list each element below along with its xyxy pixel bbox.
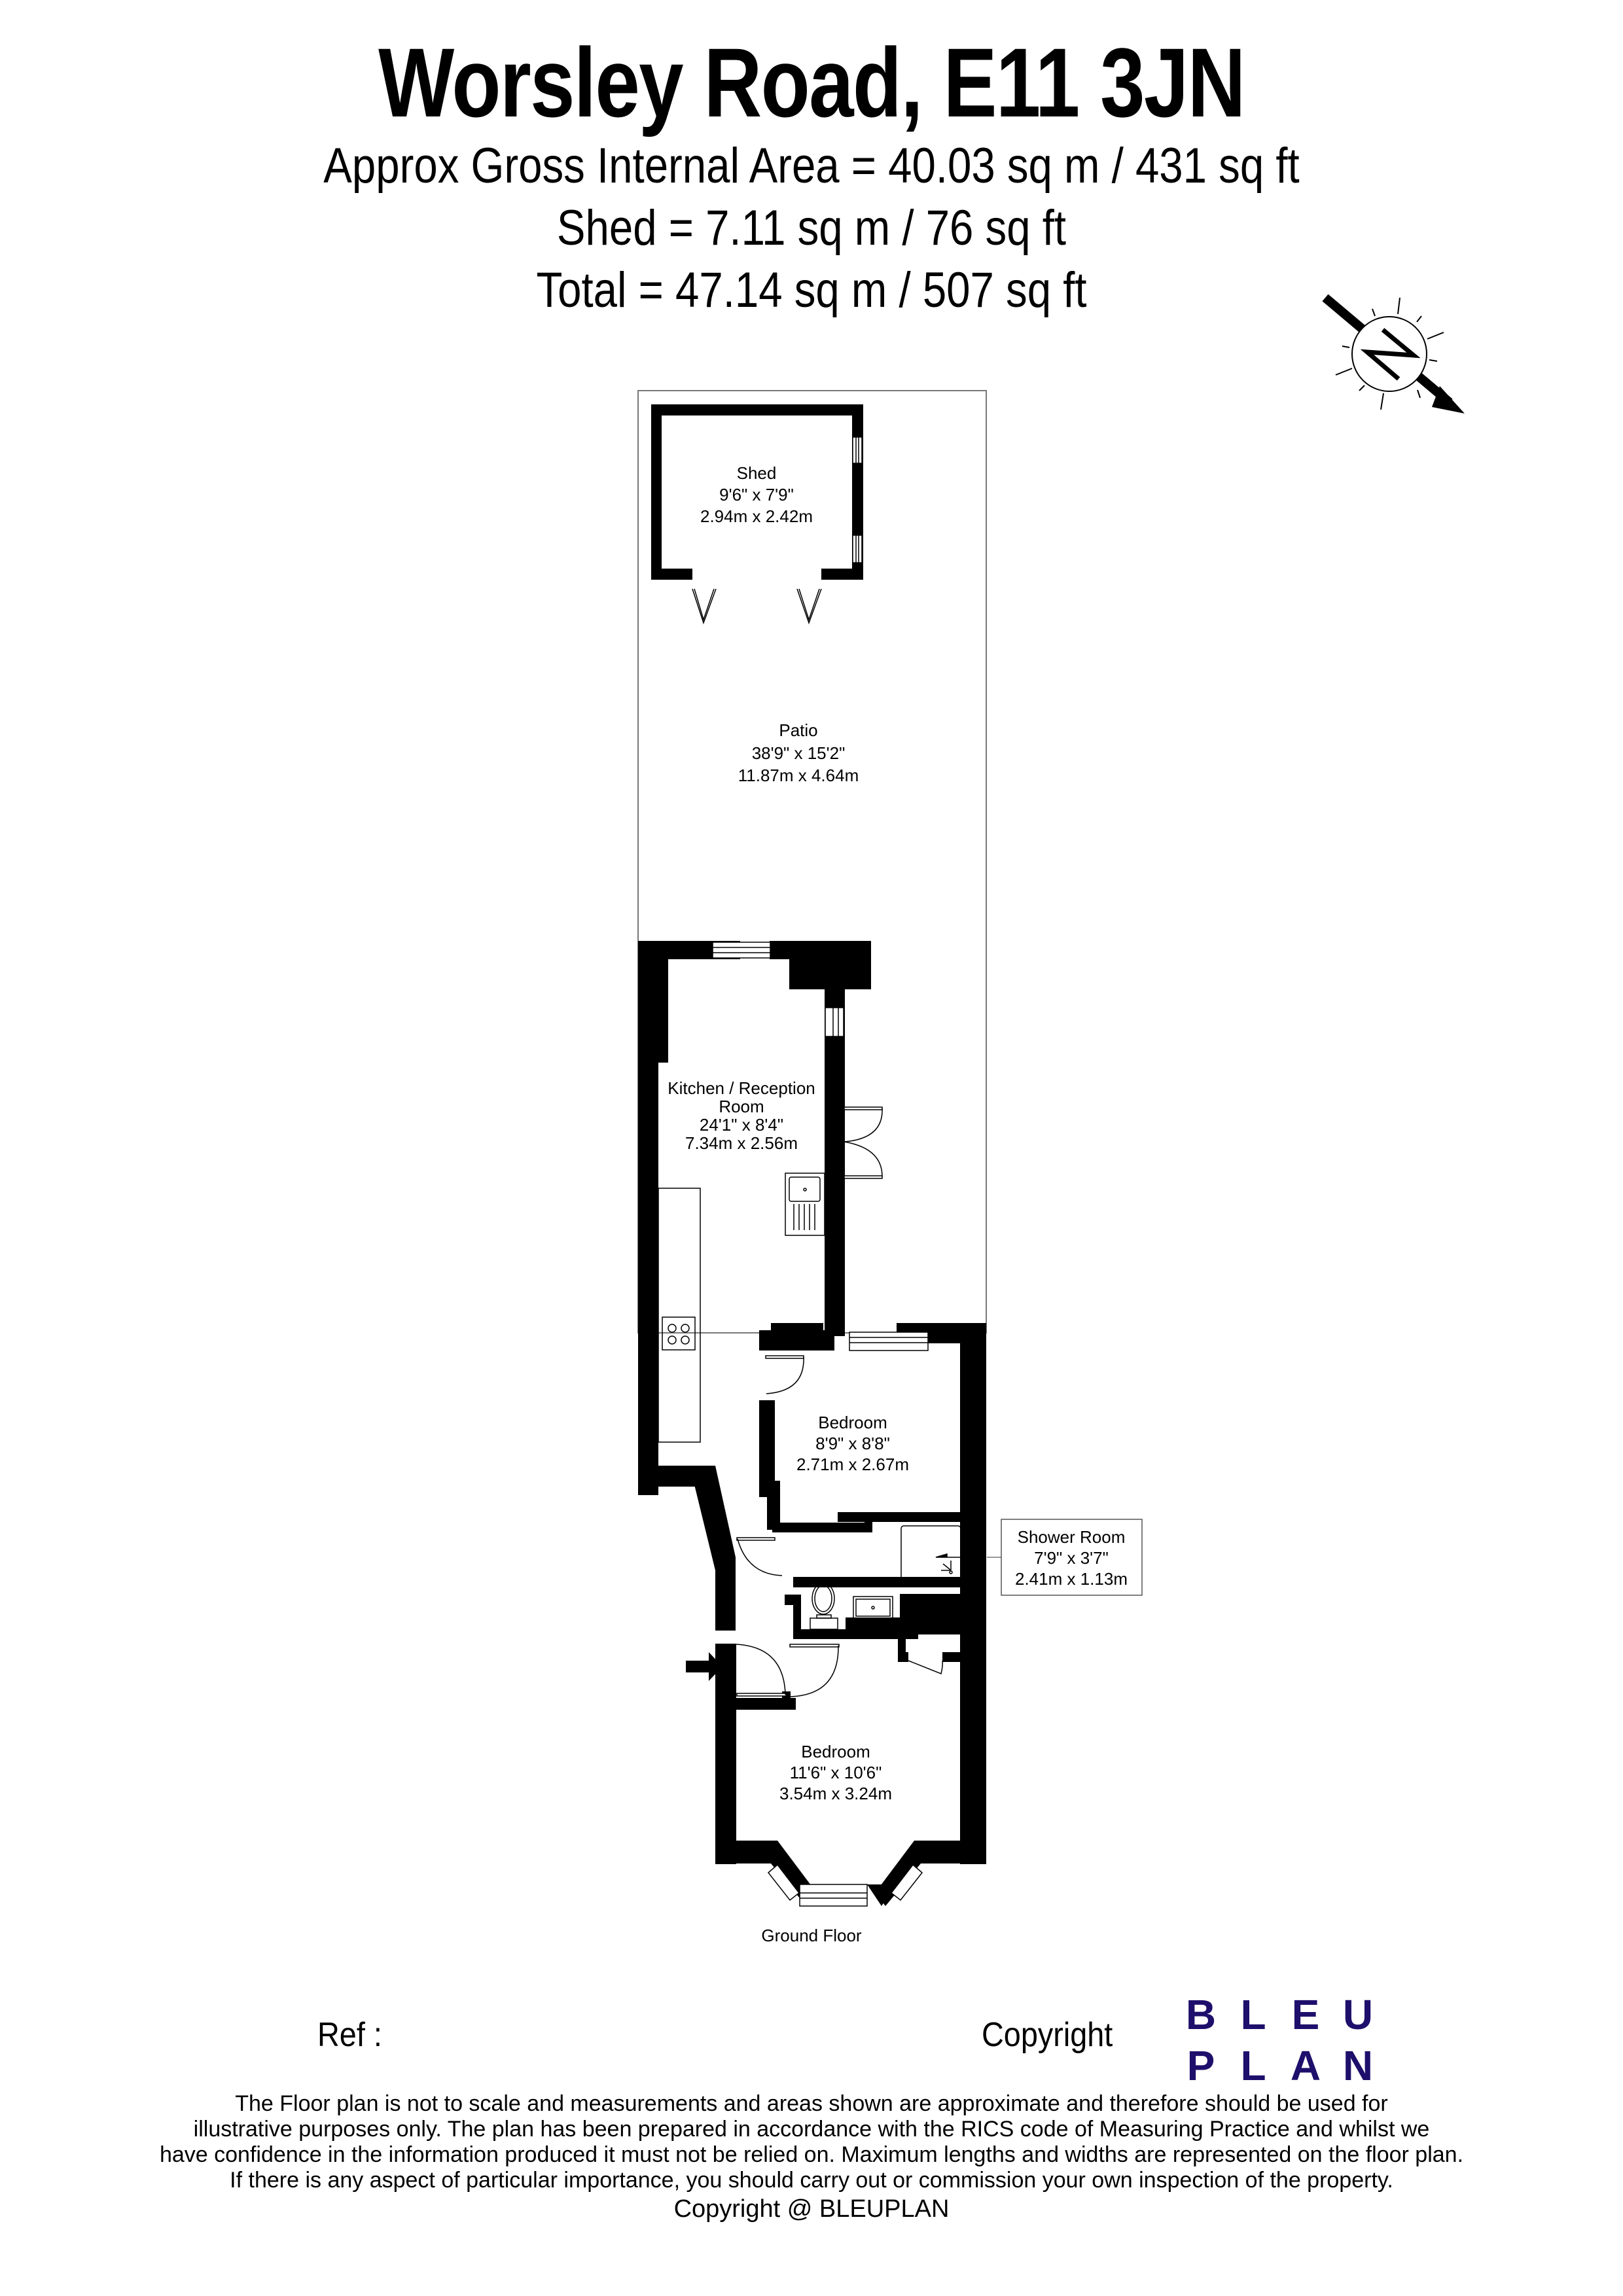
- svg-text:7'9" x 3'7": 7'9" x 3'7": [1034, 1548, 1109, 1568]
- shed-area: Shed = 7.11 sq m / 76 sq ft: [556, 200, 1067, 256]
- floor-label: Ground Floor: [761, 1926, 862, 1945]
- svg-text:2.94m x 2.42m: 2.94m x 2.42m: [700, 506, 813, 526]
- svg-text:2.41m x 1.13m: 2.41m x 1.13m: [1015, 1569, 1128, 1589]
- svg-text:11'6" x 10'6": 11'6" x 10'6": [790, 1763, 882, 1782]
- hob-icon: [662, 1316, 696, 1351]
- room-label-bedroom-2: Bedroom 11'6" x 10'6" 3.54m x 3.24m: [779, 1742, 892, 1803]
- svg-text:Shed: Shed: [737, 463, 777, 483]
- disclaimer-line: If there is any aspect of particular imp…: [230, 2168, 1393, 2193]
- kitchen-counter: [658, 1188, 701, 1443]
- entrance-arrow-icon: [686, 1652, 722, 1681]
- copyright-line: Copyright @ BLEUPLAN: [673, 2195, 950, 2223]
- svg-text:Bedroom: Bedroom: [801, 1742, 870, 1761]
- svg-text:Room: Room: [719, 1097, 764, 1116]
- disclaimer-line: illustrative purposes only. The plan has…: [193, 2117, 1430, 2142]
- kitchen-fixtures: [658, 1173, 825, 1443]
- logo-letter: L: [1240, 2042, 1266, 2089]
- bleuplan-logo: B L E U P L A N: [1175, 1989, 1384, 2091]
- svg-text:Kitchen / Reception: Kitchen / Reception: [668, 1078, 815, 1098]
- room-label-shower-room: Shower Room 7'9" x 3'7" 2.41m x 1.13m: [1015, 1527, 1128, 1589]
- svg-text:Shower Room: Shower Room: [1018, 1527, 1126, 1547]
- doors: [736, 1106, 943, 1697]
- svg-text:2.71m x 2.67m: 2.71m x 2.67m: [796, 1455, 909, 1474]
- svg-text:Bedroom: Bedroom: [818, 1413, 887, 1432]
- north-arrow-icon: [1322, 294, 1465, 414]
- patio-boundary: [637, 390, 987, 1333]
- page-title: Worsley Road, E11 3JN: [378, 27, 1245, 137]
- sink-icon: [785, 1173, 825, 1236]
- svg-text:38'9" x 15'2": 38'9" x 15'2": [752, 743, 846, 763]
- svg-text:8'9" x 8'8": 8'9" x 8'8": [815, 1434, 890, 1453]
- logo-letter: B: [1185, 1991, 1217, 2038]
- logo-letter: P: [1186, 2042, 1215, 2089]
- svg-text:Patio: Patio: [779, 720, 817, 740]
- svg-text:24'1" x 8'4": 24'1" x 8'4": [700, 1115, 783, 1135]
- ref-label: Ref :: [317, 2016, 382, 2054]
- copyright-label: Copyright: [982, 2016, 1113, 2054]
- shower-room-label-box: [1001, 1519, 1143, 1596]
- svg-text:9'6" x 7'9": 9'6" x 7'9": [719, 485, 794, 504]
- shower-tray-icon: [901, 1525, 961, 1581]
- svg-text:3.54m x 3.24m: 3.54m x 3.24m: [779, 1784, 892, 1803]
- disclaimer-line: The Floor plan is not to scale and measu…: [235, 2091, 1388, 2116]
- logo-letter: N: [1342, 2042, 1374, 2089]
- total-area: Total = 47.14 sq m / 507 sq ft: [536, 262, 1087, 318]
- disclaimer: The Floor plan is not to scale and measu…: [0, 2091, 1623, 2193]
- shed-windows: [852, 436, 863, 563]
- room-label-kitchen: Kitchen / Reception Room 24'1" x 8'4" 7.…: [668, 1078, 815, 1153]
- logo-letter: U: [1342, 1991, 1374, 2038]
- logo-letter: E: [1291, 1991, 1320, 2038]
- basin-icon: [853, 1596, 893, 1621]
- disclaimer-line: have confidence in the information produ…: [159, 2142, 1464, 2167]
- logo-letter: L: [1240, 1991, 1266, 2038]
- gross-internal-area: Approx Gross Internal Area = 40.03 sq m …: [323, 138, 1300, 194]
- bathroom-fixtures: [810, 1525, 961, 1630]
- room-label-bedroom-1: Bedroom 8'9" x 8'8" 2.71m x 2.67m: [796, 1413, 909, 1474]
- windows: [712, 942, 929, 1907]
- svg-text:11.87m x 4.64m: 11.87m x 4.64m: [738, 766, 859, 785]
- logo-letter: A: [1290, 2042, 1321, 2089]
- toilet-icon: [812, 1582, 835, 1615]
- room-label-shed: Shed 9'6" x 7'9" 2.94m x 2.42m: [700, 463, 813, 526]
- room-label-patio: Patio 38'9" x 15'2" 11.87m x 4.64m: [738, 720, 859, 785]
- svg-text:7.34m x 2.56m: 7.34m x 2.56m: [685, 1133, 798, 1153]
- shed-doors: [692, 588, 822, 625]
